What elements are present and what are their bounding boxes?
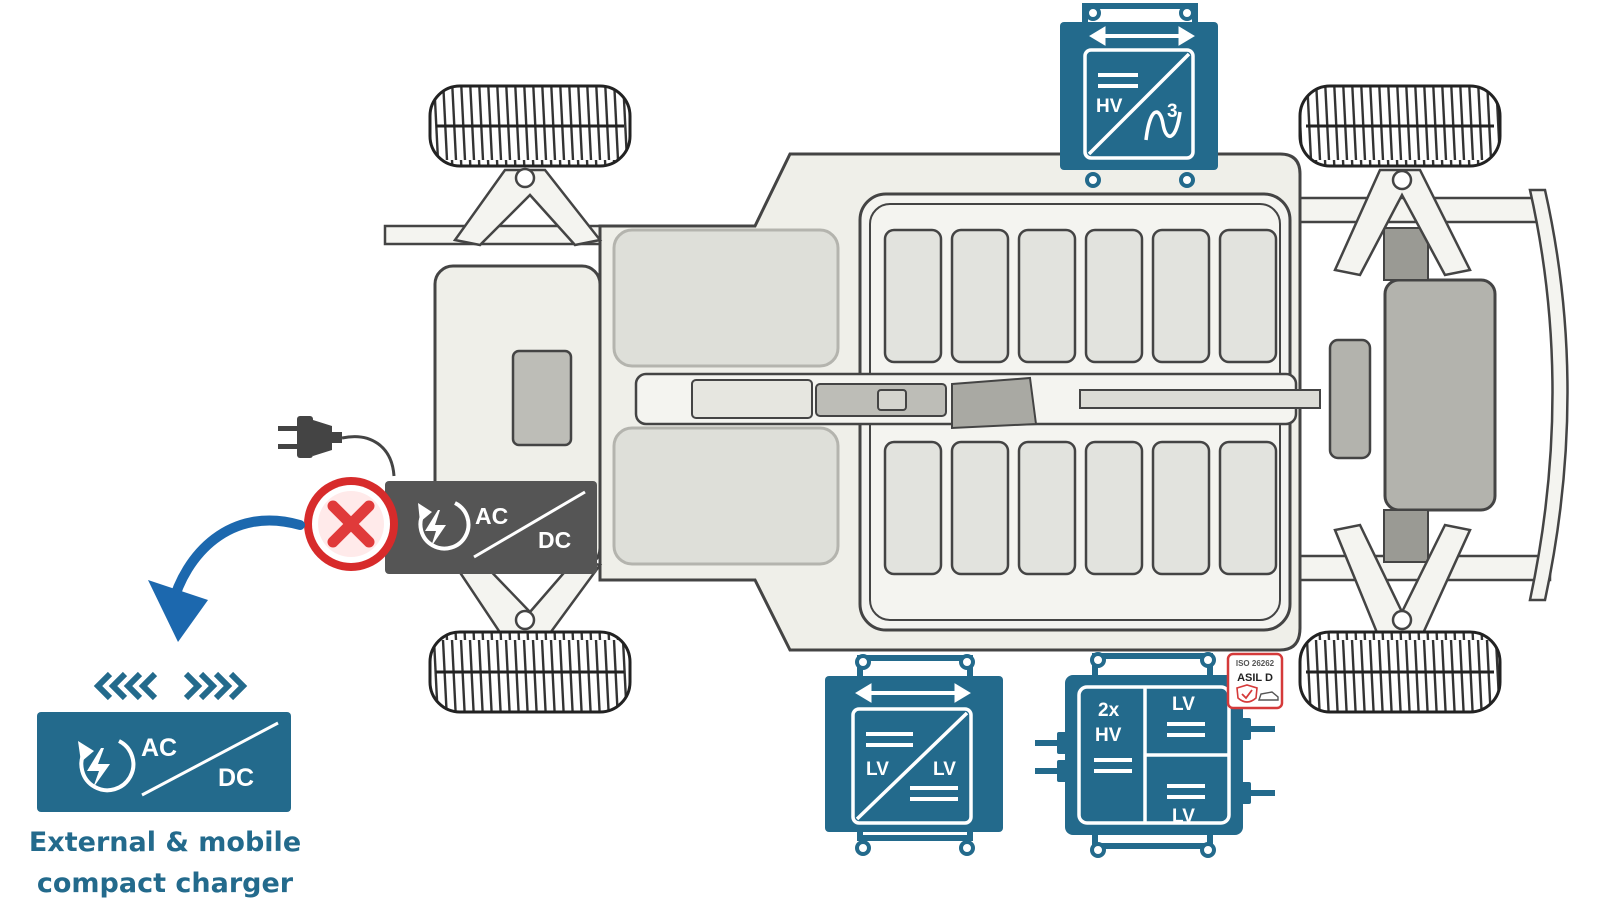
front-suspension-top xyxy=(452,168,603,247)
onboard-ac-label: AC xyxy=(475,503,508,529)
rear-spring-top xyxy=(1383,227,1429,281)
asil-badge: ISO 26262 ASIL D xyxy=(1226,652,1284,710)
dcdc-mount-hole xyxy=(959,840,975,856)
inverter-inner-frame xyxy=(1083,48,1195,160)
wheel-rear-bottom xyxy=(1298,630,1502,714)
wheel-front-bottom xyxy=(428,630,632,714)
battery-cell xyxy=(1017,440,1077,576)
inverter-body xyxy=(1060,22,1218,170)
ac-sine-icon xyxy=(1144,110,1182,141)
bidirectional-arrow-icon xyxy=(1089,26,1195,46)
front-hub-bottom xyxy=(514,609,536,631)
rear-diff xyxy=(1328,338,1372,460)
battery-cell xyxy=(1218,228,1278,364)
power-plug-icon xyxy=(278,416,396,477)
battery-cell xyxy=(883,440,943,576)
external-charger-caption: External & mobile compact charger xyxy=(10,822,320,904)
rear-hub-bottom xyxy=(1391,609,1413,631)
battery-cell xyxy=(1084,440,1144,576)
traction-inverter-module: HV 3 xyxy=(1060,3,1218,188)
battery-cells xyxy=(883,228,1278,576)
inverter-mount-hole xyxy=(1085,172,1101,188)
onboard-dc-label: DC xyxy=(538,527,571,553)
external-charger-body xyxy=(37,712,291,812)
driveshaft xyxy=(1079,389,1321,409)
multi-lv-top-label: LV xyxy=(1172,694,1195,715)
multi-mount-hole xyxy=(1200,842,1216,858)
multi-mount-hole xyxy=(1200,652,1216,668)
double-chevron-left-icon xyxy=(93,671,158,701)
rear-bumper xyxy=(1528,188,1569,602)
inverter-mount-hole xyxy=(1179,5,1195,21)
bidirectional-arrow-icon xyxy=(855,683,971,703)
battery-cell xyxy=(950,440,1010,576)
charge-cycle-icon xyxy=(78,739,136,793)
caption-line-2: compact charger xyxy=(36,868,294,899)
front-seat-right xyxy=(612,426,840,566)
charge-cycle-icon xyxy=(418,501,471,551)
wheel-front-top xyxy=(428,84,632,168)
inverter-hv-label: HV xyxy=(1096,96,1123,117)
vehicle-chassis xyxy=(383,84,1569,714)
dcdc-left-lv-label: LV xyxy=(866,759,889,780)
front-module xyxy=(511,349,573,447)
multi-mount-hole xyxy=(1090,842,1106,858)
battery-cell xyxy=(1084,228,1144,364)
battery-cell xyxy=(950,228,1010,364)
car-outline-icon xyxy=(1258,691,1279,701)
multi-mount-hole xyxy=(1090,652,1106,668)
rear-spring-bottom xyxy=(1383,509,1429,563)
multi-hv-label: HV xyxy=(1095,725,1122,746)
multi-dcdc-module: 2x HV LV LV xyxy=(1035,652,1275,858)
multi-lv-bottom-label: LV xyxy=(1172,806,1195,827)
tunnel-box-1 xyxy=(691,379,813,419)
onboard-charger-body xyxy=(385,481,597,574)
battery-cell xyxy=(883,228,943,364)
dcdc-diagonal xyxy=(855,711,969,821)
external-dc-label: DC xyxy=(218,764,254,792)
check-mark-icon xyxy=(1241,689,1253,700)
rear-motor xyxy=(1383,278,1497,512)
asil-level-label: ASIL D xyxy=(1237,672,1273,684)
multi-hv-count-label: 2x xyxy=(1098,700,1120,721)
inverter-mount-hole xyxy=(1085,5,1101,21)
onboard-diagonal xyxy=(473,490,586,559)
asil-standard-label: ISO 26262 xyxy=(1236,659,1275,668)
dcdc-lv-module: LV LV xyxy=(825,654,1003,856)
inverter-phase-label: 3 xyxy=(1167,101,1178,122)
front-seat-left xyxy=(612,228,840,368)
double-chevron-right-icon xyxy=(183,671,248,701)
tunnel-box-small xyxy=(877,389,907,411)
rear-suspension-top xyxy=(1333,168,1472,277)
external-diagonal xyxy=(141,721,279,797)
rear-hub-top xyxy=(1391,169,1413,191)
battery-cell xyxy=(1151,440,1211,576)
rear-suspension-bottom xyxy=(1333,523,1472,642)
dcdc-mount-hole xyxy=(855,654,871,670)
dcdc-mount-hole xyxy=(959,654,975,670)
dcdc-right-lv-label: LV xyxy=(933,759,956,780)
wheel-rear-top xyxy=(1298,84,1502,168)
caption-line-1: External & mobile xyxy=(28,827,302,858)
battery-cell xyxy=(1017,228,1077,364)
arrow-head-icon xyxy=(148,580,208,642)
external-charger: AC DC xyxy=(37,671,291,812)
relocation-arrow xyxy=(148,515,305,642)
dcdc-body xyxy=(825,676,1003,832)
onboard-charger-removed: AC DC xyxy=(278,416,597,574)
inverter-diagonal xyxy=(1087,52,1191,156)
battery-cell xyxy=(1218,440,1278,576)
reject-x-icon xyxy=(304,477,398,571)
inverter-mount-hole xyxy=(1179,172,1195,188)
dcdc-inner-frame xyxy=(851,707,973,825)
front-hub-top xyxy=(514,167,536,189)
dcdc-mount-hole xyxy=(855,840,871,856)
tunnel-box-3 xyxy=(951,376,1038,430)
shield-check-icon xyxy=(1236,684,1258,703)
battery-cell xyxy=(1151,228,1211,364)
external-ac-label: AC xyxy=(141,734,177,762)
